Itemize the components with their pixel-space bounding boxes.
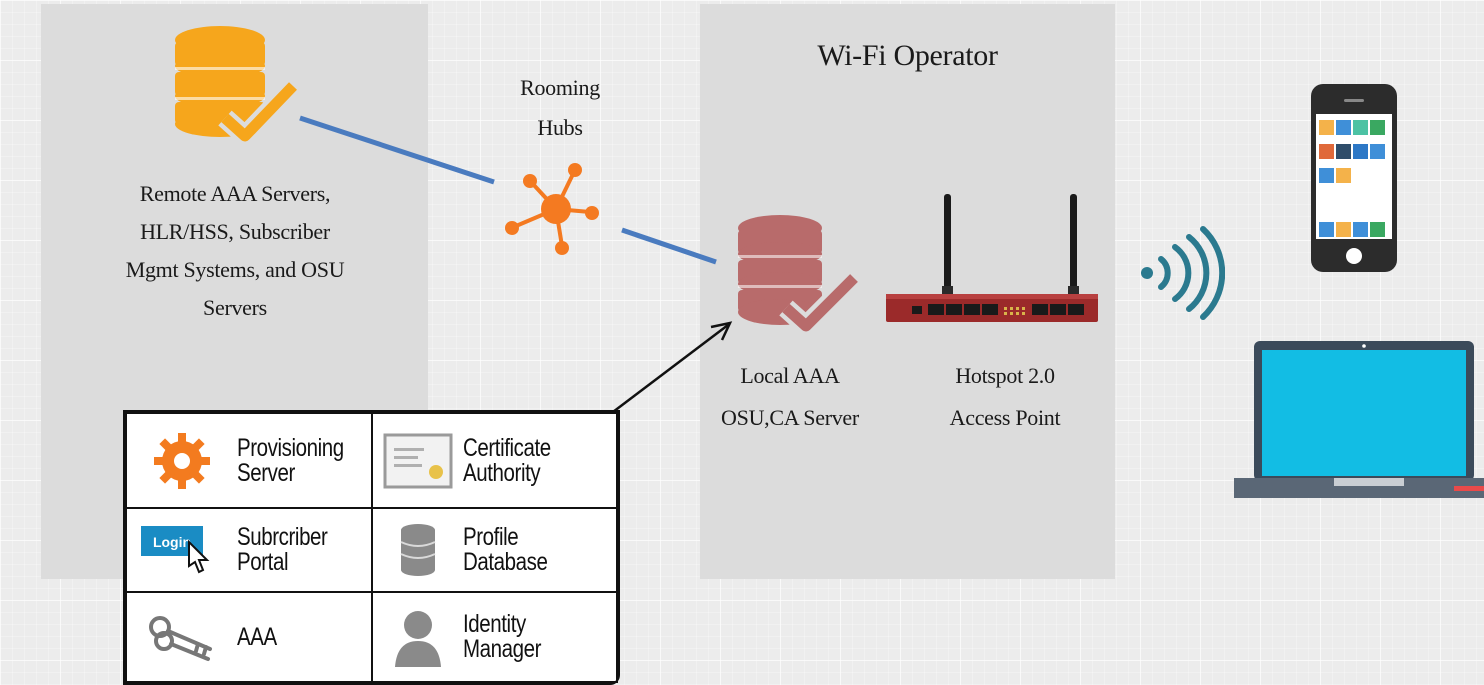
legend-arrow-line xyxy=(604,324,729,419)
hub-to-local-link xyxy=(621,227,717,265)
database-icon xyxy=(400,524,435,577)
legend-item-subscriber-portal: Login Subrcriber Portal xyxy=(125,507,373,594)
login-badge-text: Login xyxy=(153,534,191,550)
access-point-icon xyxy=(886,194,1098,322)
legend-label: AAA xyxy=(237,622,277,651)
legend-arrow-head xyxy=(710,321,733,341)
keys-icon xyxy=(149,616,212,662)
remote-servers-label: Remote AAA Servers, HLR/HSS, Subscriber … xyxy=(125,181,345,320)
laptop-icon xyxy=(1234,341,1484,498)
legend-item-profile-database: Profile Database xyxy=(370,507,618,594)
legend-label: Subrcriber Portal xyxy=(237,523,328,577)
legend-label: Certificate Authority xyxy=(462,433,551,487)
legend-item-identity-manager: Identity Manager xyxy=(370,591,618,683)
smartphone-icon xyxy=(1311,84,1397,272)
wifi-signal-icon xyxy=(1141,226,1225,320)
person-icon xyxy=(394,611,441,668)
rooming-hubs-label: Rooming Hubs xyxy=(520,75,600,140)
gear-icon xyxy=(154,432,210,489)
legend-label: Provisioning Server xyxy=(237,433,344,487)
legend-label: Profile Database xyxy=(462,523,548,577)
remote-database-icon xyxy=(175,26,301,146)
remote-to-hub-link xyxy=(299,115,495,185)
legend-item-provisioning-server: Provisioning Server xyxy=(125,411,373,510)
services-legend: Provisioning Server Certificate Aut xyxy=(123,410,620,685)
local-server-label: Local AAA OSU,CA Server xyxy=(721,363,859,430)
operator-title: Wi-Fi Operator xyxy=(817,39,998,72)
legend-label: Identity Manager xyxy=(462,610,541,664)
legend-item-certificate-authority: Certificate Authority xyxy=(370,411,618,510)
legend-table: Provisioning Server Certificate Aut xyxy=(125,411,618,683)
certificate-icon xyxy=(383,433,452,489)
login-icon: Login xyxy=(141,526,210,574)
local-database-icon xyxy=(738,215,862,336)
legend-item-aaa: AAA xyxy=(125,591,373,683)
rooming-hub-icon xyxy=(505,163,599,255)
access-point-label: Hotspot 2.0 Access Point xyxy=(949,363,1061,430)
